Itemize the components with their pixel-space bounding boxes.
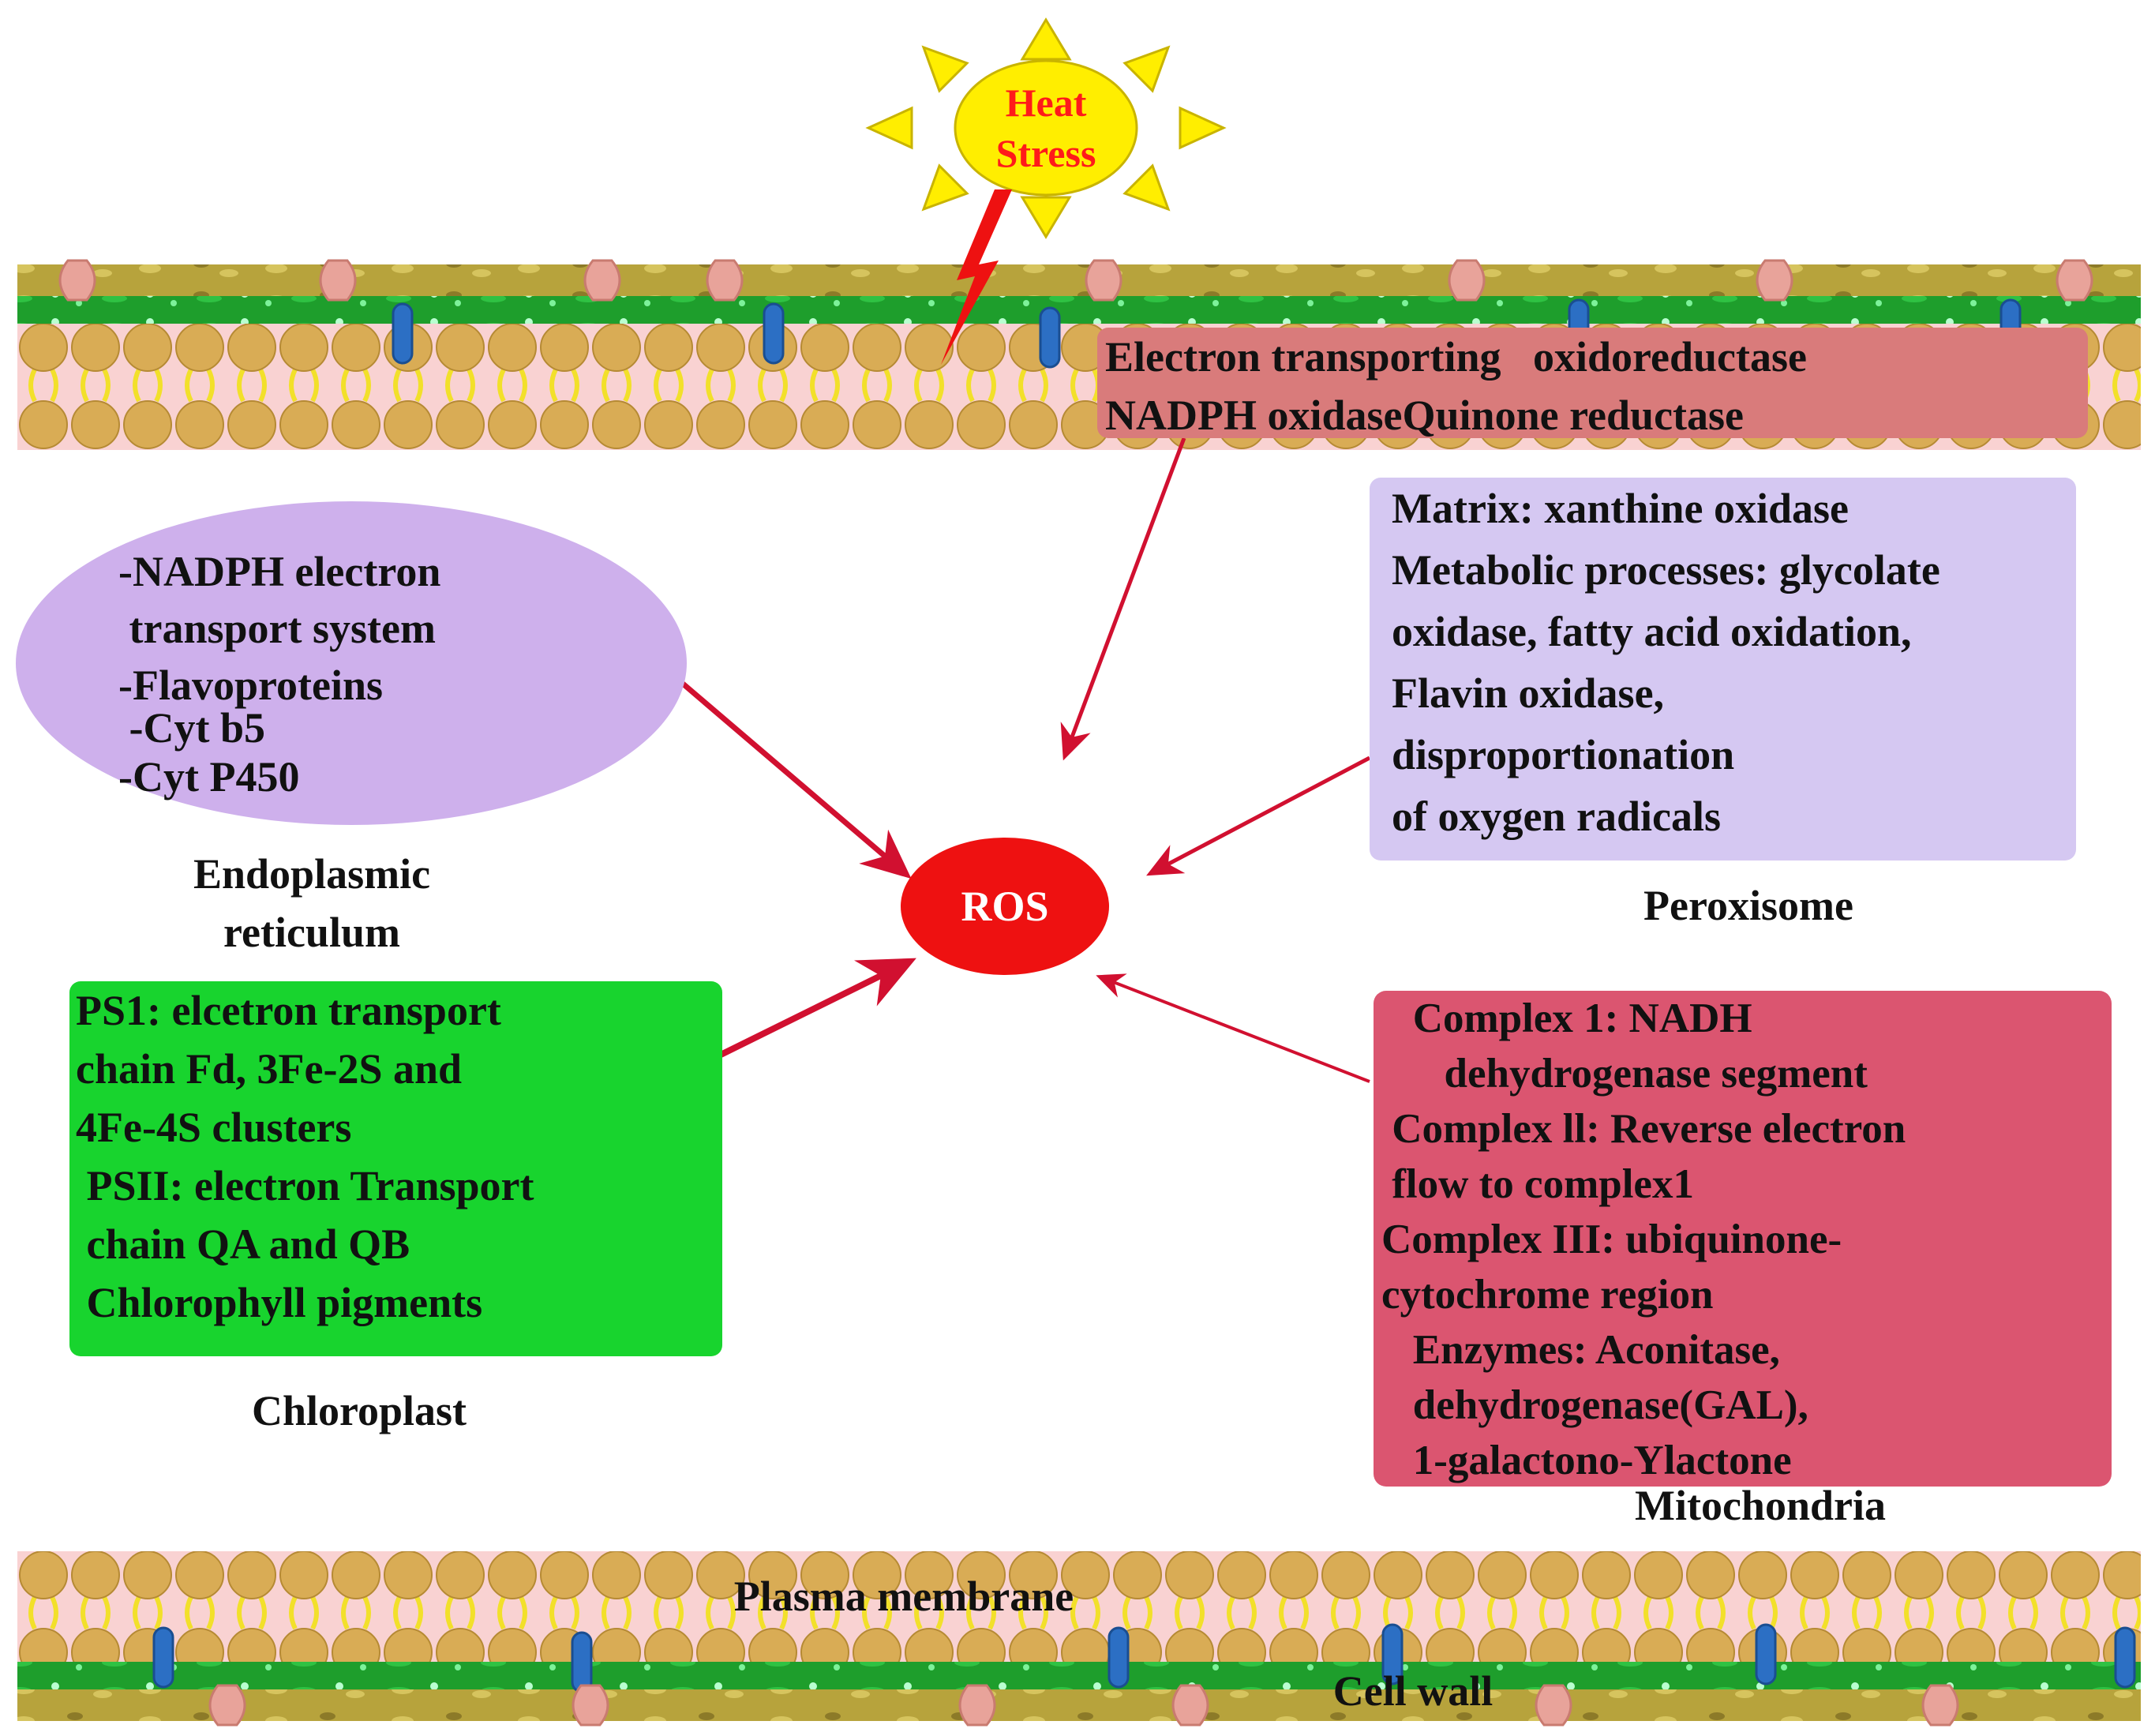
heat-stress-label: Heat Stress <box>955 77 1137 178</box>
er-line-5: -Cyt P450 <box>118 753 300 801</box>
ros-node <box>901 838 1109 975</box>
chloroplast-line-1: PS1: elcetron transport <box>76 987 501 1034</box>
arrow-er-to-ros <box>675 677 912 879</box>
mitochondria-line-7: Enzymes: Aconitase, <box>1381 1327 1780 1373</box>
mitochondria-line-9: 1-galactono-Ylactone <box>1381 1438 1792 1483</box>
arrow-mitochondria-to-ros <box>1096 973 1370 1083</box>
lightning-icon <box>941 189 1012 365</box>
membrane-enzymes-line-1: Electron transporting oxidoreductase <box>1105 333 1807 381</box>
arrow-chloroplast-to-ros <box>713 958 916 1061</box>
mitochondria-line-3: Complex ll: Reverse electron <box>1381 1106 1906 1152</box>
chloroplast-line-6: Chlorophyll pigments <box>76 1279 483 1326</box>
plasma-membrane-label: Plasma membrane <box>733 1573 1074 1620</box>
membrane-enzymes-line-2: NADPH oxidaseQuinone reductase <box>1105 392 1745 439</box>
chloroplast-caption: Chloroplast <box>251 1387 467 1434</box>
arrows <box>675 437 1371 1083</box>
peroxisome-line-1: Matrix: xanthine oxidase <box>1392 485 1849 532</box>
er-caption-line-1: Endoplasmic <box>193 850 431 898</box>
er-line-2: transport system <box>118 605 436 652</box>
peroxisome-line-6: of oxygen radicals <box>1392 793 1721 840</box>
chloroplast-box: PS1: elcetron transport chain Fd, 3Fe-2S… <box>69 981 722 1356</box>
membrane-enzymes-box: Electron transporting oxidoreductase NAD… <box>1097 328 2088 439</box>
peroxisome-line-4: Flavin oxidase, <box>1392 669 1665 717</box>
ros-label: ROS <box>961 883 1049 930</box>
mitochondria-box: Complex 1: NADH dehydrogenase segment Co… <box>1374 991 2112 1487</box>
peroxisome-caption: Peroxisome <box>1643 882 1853 929</box>
peroxisome-box: Matrix: xanthine oxidase Metabolic proce… <box>1370 478 2076 861</box>
stress-label: Stress <box>995 131 1096 175</box>
mitochondria-line-4: flow to complex1 <box>1381 1161 1694 1207</box>
mitochondria-line-2: dehydrogenase segment <box>1381 1051 1868 1097</box>
arrow-peroxisome-to-ros <box>1146 756 1371 876</box>
er-line-4: -Cyt b5 <box>118 704 266 752</box>
er-caption-line-2: reticulum <box>223 909 400 956</box>
chloroplast-line-3: 4Fe-4S clusters <box>76 1104 352 1151</box>
mitochondria-line-8: dehydrogenase(GAL), <box>1381 1382 1808 1428</box>
er-text: -NADPH electron transport system -Flavop… <box>118 543 440 805</box>
mitochondria-line-5: Complex III: ubiquinone- <box>1381 1217 1842 1262</box>
er-caption: Endoplasmic reticulum <box>95 845 529 962</box>
arrow-membrane-to-ros <box>1060 437 1186 761</box>
peroxisome-line-2: Metabolic processes: glycolate <box>1392 546 1940 594</box>
cell-wall-label: Cell wall <box>1332 1667 1494 1715</box>
peroxisome-line-3: oxidase, fatty acid oxidation, <box>1392 608 1912 655</box>
er-line-3: -Flavoproteins <box>118 662 383 709</box>
chloroplast-line-5: chain QA and QB <box>76 1220 410 1268</box>
er-line-1: -NADPH electron <box>118 548 441 595</box>
er-ellipse <box>16 501 687 825</box>
chloroplast-line-2: chain Fd, 3Fe-2S and <box>76 1045 463 1093</box>
heat-label: Heat <box>1005 81 1087 125</box>
peroxisome-line-5: disproportionation <box>1392 731 1735 778</box>
mitochondria-line-6: cytochrome region <box>1381 1272 1714 1318</box>
bottom-membrane <box>17 1551 2141 1727</box>
mitochondria-line-1: Complex 1: NADH <box>1381 995 1752 1041</box>
mitochondria-caption: Mitochondria <box>1635 1482 1886 1529</box>
sun-icon <box>865 17 1227 239</box>
chloroplast-line-4: PSII: electron Transport <box>76 1162 534 1209</box>
